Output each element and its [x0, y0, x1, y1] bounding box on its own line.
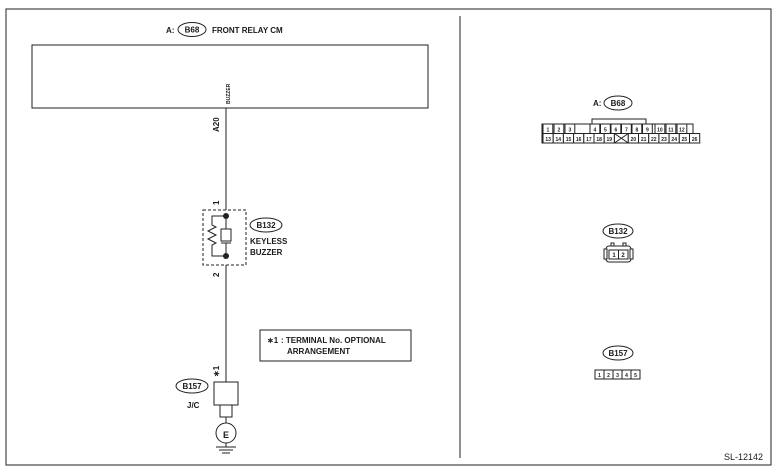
joint-connector-symbol: ∗1 — [212, 365, 239, 423]
b68-view-prefix: A: — [593, 99, 601, 108]
buzzer-name-line2: BUZZER — [250, 248, 283, 257]
b157-pin-1: 1 — [598, 373, 601, 379]
b157-pin-4: 4 — [625, 373, 628, 379]
b68-pin-3: 3 — [569, 128, 572, 134]
b132-pin-1: 1 — [612, 253, 616, 259]
b68-pin-21: 21 — [641, 137, 647, 143]
b68-pin-20: 20 — [631, 137, 637, 143]
b132-label: B132 KEYLESS BUZZER — [249, 217, 288, 257]
b68-pin-25: 25 — [682, 137, 688, 143]
jc-name: J/C — [187, 401, 200, 410]
b68-pin-17: 17 — [586, 137, 592, 143]
b157-pin-5-cell — [630, 369, 641, 380]
jc-box — [213, 381, 239, 406]
b68-pin-26-cell — [689, 133, 701, 144]
b68-pin-16: 16 — [576, 137, 582, 143]
b68-pin-1: 1 — [547, 128, 550, 134]
buzzer-pin-2-label: 2 — [212, 272, 221, 277]
b157-pin-2: 2 — [607, 373, 610, 379]
front-relay-label: A: B68 FRONT RELAY CM — [166, 22, 283, 37]
ground-symbol: E — [215, 422, 237, 454]
b68-bottom-row: 13 14 15 16 17 18 19 20 21 22 23 24 25 26 — [542, 133, 701, 144]
b68-view-tag: B68 — [611, 99, 626, 108]
b157-view-tag: B157 — [608, 349, 628, 358]
pin-a20-label: A20 — [212, 117, 221, 132]
buzzer-name-line1: KEYLESS — [250, 237, 288, 246]
b68-blank-cross — [614, 133, 629, 144]
buzzer-pin-1-label: 1 — [212, 200, 221, 205]
note-line2: ARRANGEMENT — [287, 347, 350, 356]
terminal-note-box: ∗1 : TERMINAL No. OPTIONAL ARRANGEMENT — [259, 329, 412, 362]
b132-pin-2: 2 — [621, 253, 625, 259]
connector-tag-oval — [177, 22, 207, 37]
figure-id: SL-12142 — [724, 452, 763, 462]
ground-letter: E — [223, 430, 229, 440]
b68-pin-26: 26 — [692, 137, 698, 143]
b157-pin-3: 3 — [616, 373, 619, 379]
b68-pin-19: 19 — [607, 137, 613, 143]
connector-tag-b68: B68 — [185, 26, 200, 35]
b157-label: B157 J/C — [175, 378, 209, 410]
front-relay-module-box — [31, 44, 429, 109]
b68-pin-2: 2 — [558, 128, 561, 134]
b68-pin-15: 15 — [566, 137, 572, 143]
module-name: FRONT RELAY CM — [212, 26, 283, 35]
connector-tag-b157: B157 — [182, 382, 202, 391]
b68-pin-9: 9 — [646, 128, 649, 134]
note-line1: : TERMINAL No. OPTIONAL — [281, 336, 386, 345]
b68-pin-18: 18 — [596, 137, 602, 143]
b68-pin-24: 24 — [671, 137, 677, 143]
b68-pin-14: 14 — [556, 137, 562, 143]
jc-pin-label: ∗1 — [212, 365, 221, 377]
keyless-buzzer-symbol: 1 2 — [202, 200, 247, 277]
b68-pin-5: 5 — [604, 128, 607, 134]
jc-stub — [219, 404, 233, 418]
b68-pin-8: 8 — [636, 128, 639, 134]
b68-pin-7: 7 — [625, 128, 628, 134]
b68-pin-11: 11 — [668, 128, 674, 134]
b132-view-tag: B132 — [608, 227, 628, 236]
buzzer-terminal-label: BUZZER — [226, 83, 232, 104]
b157-pin-5: 5 — [634, 373, 637, 379]
b132-connector-view: B132 1 2 — [602, 223, 634, 263]
note-marker: ∗1 — [267, 336, 279, 345]
b68-pin-12: 12 — [679, 128, 685, 134]
b68-pin-10: 10 — [657, 128, 663, 134]
b68-pin-22: 22 — [651, 137, 657, 143]
diagram-frame — [5, 8, 772, 466]
b68-pin-23: 23 — [661, 137, 667, 143]
b68-pin-13: 13 — [545, 137, 551, 143]
b68-pin-6: 6 — [615, 128, 618, 134]
b68-pin-4: 4 — [594, 128, 597, 134]
connector-prefix: A: — [166, 26, 174, 35]
connector-tag-b132: B132 — [256, 221, 276, 230]
